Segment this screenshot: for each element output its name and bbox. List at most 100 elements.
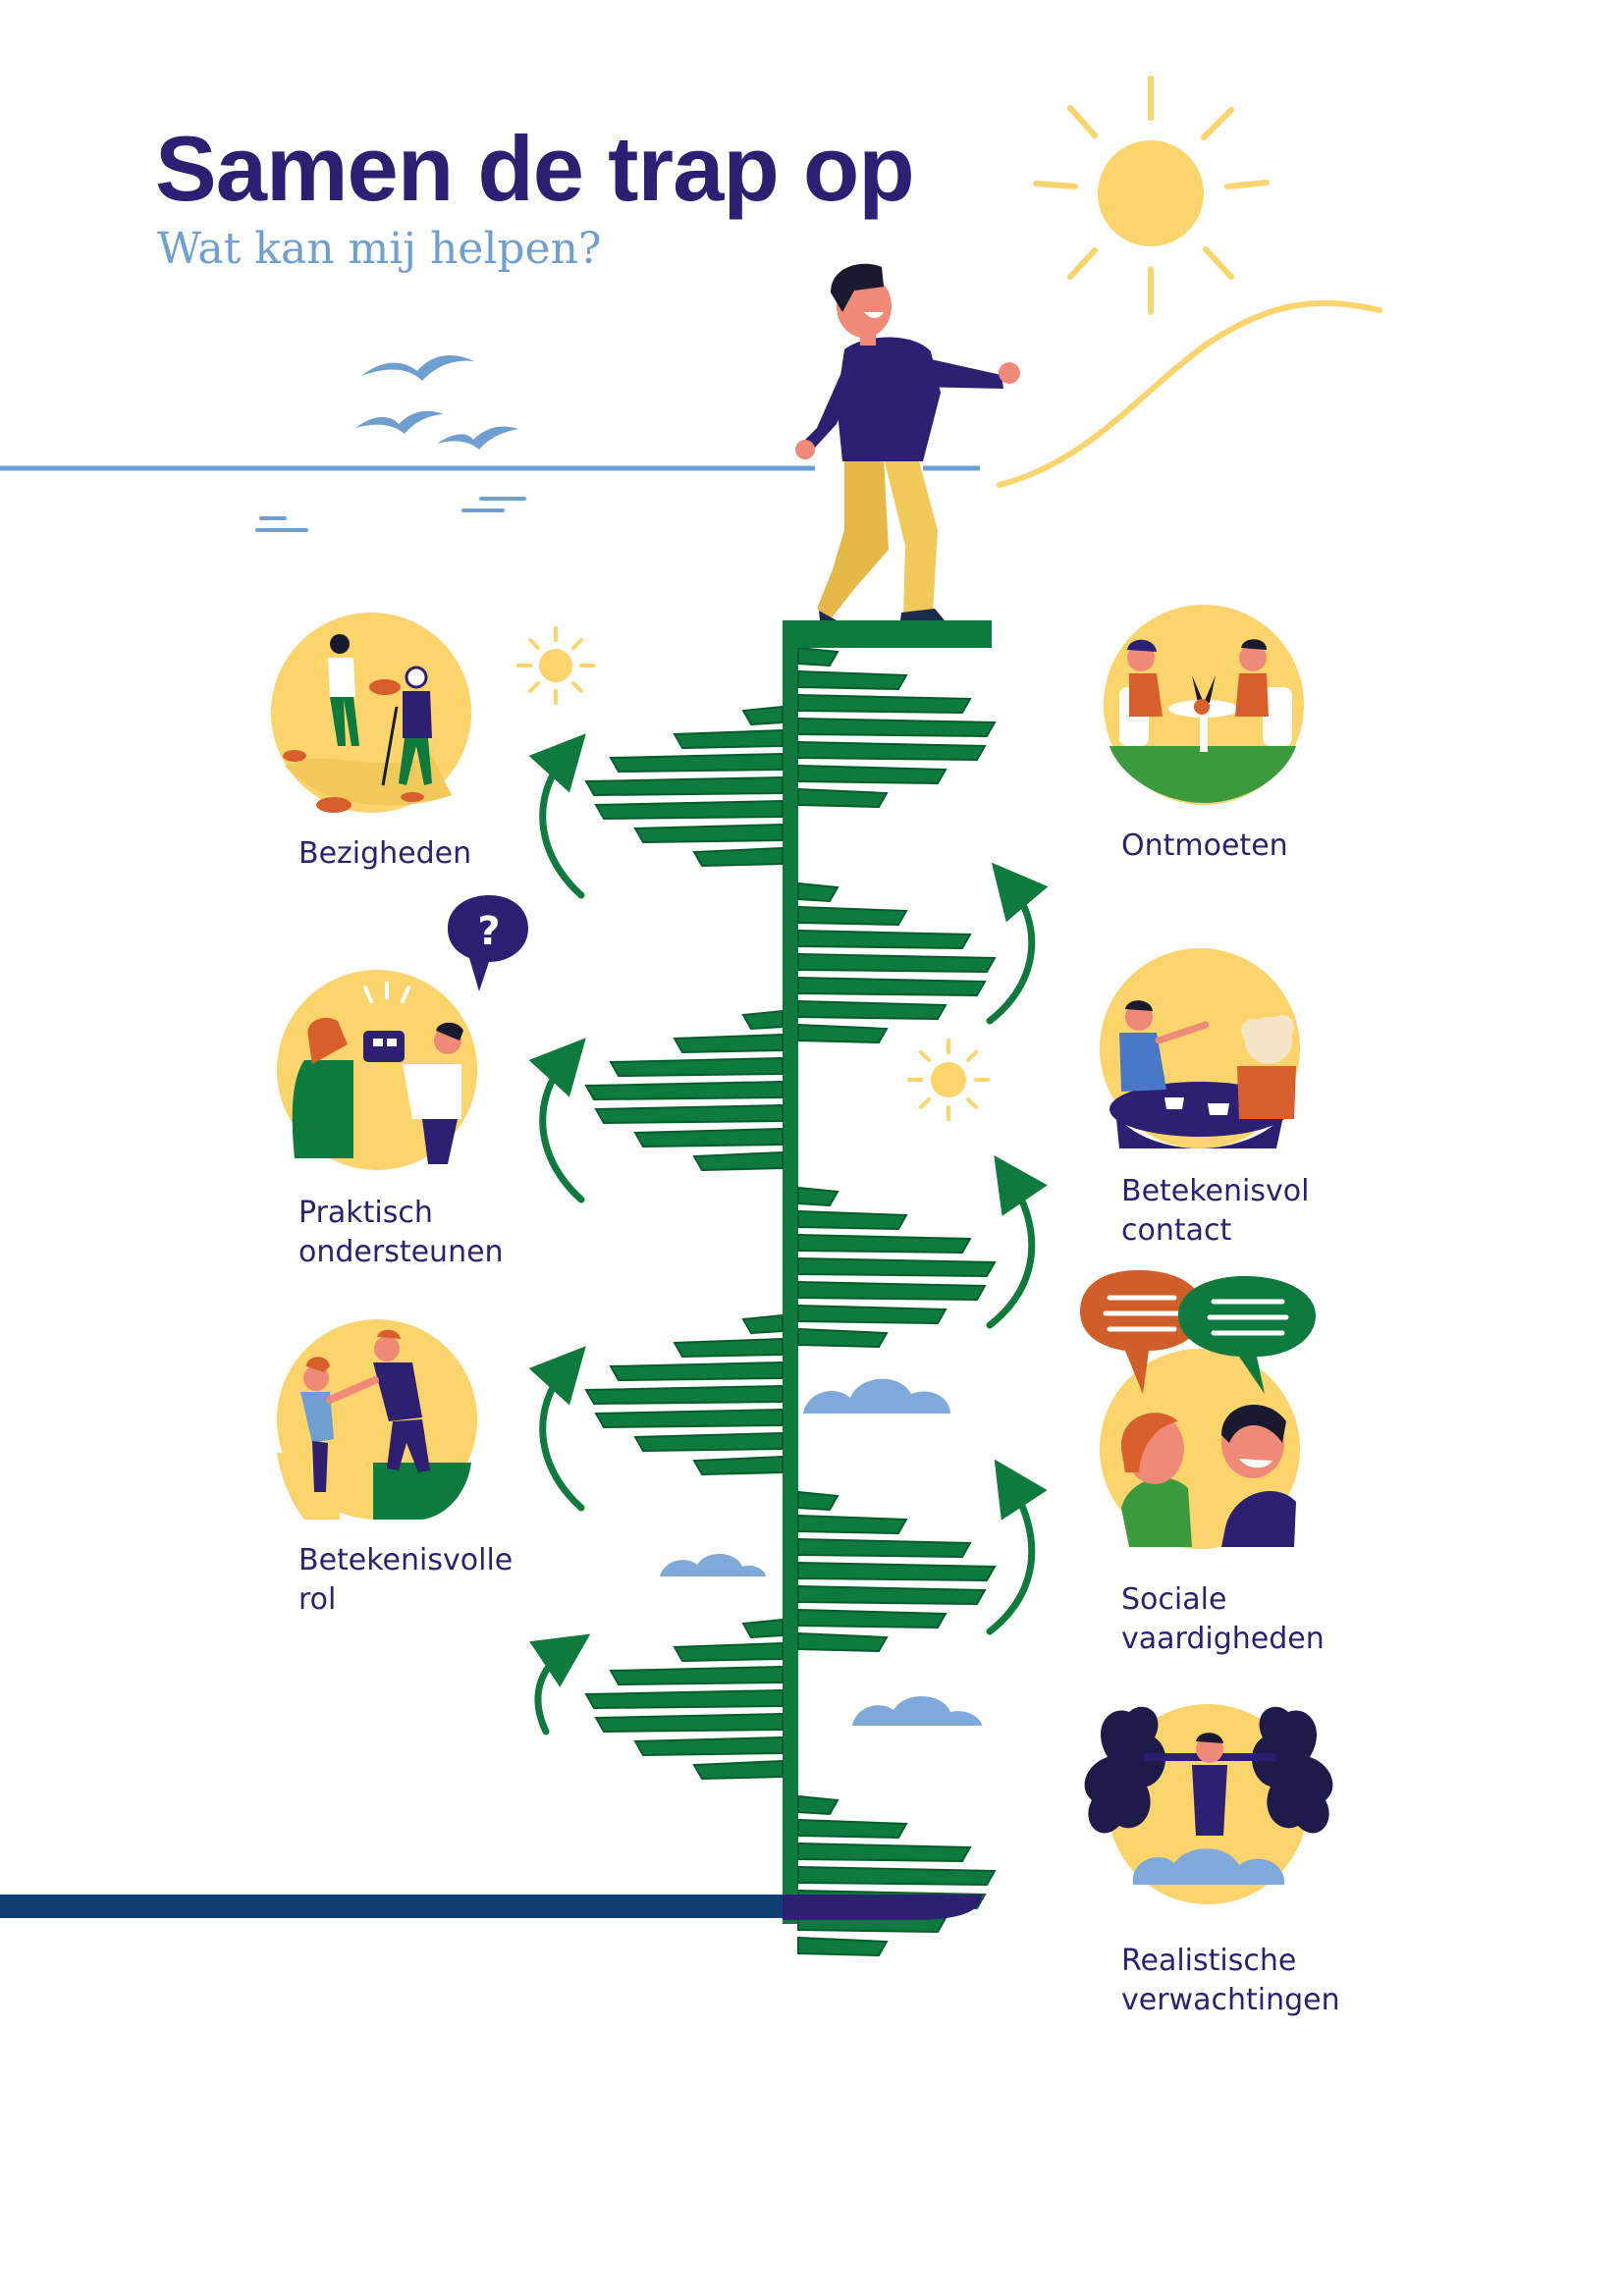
stair-step: [594, 799, 784, 821]
stair-step: [673, 1641, 784, 1663]
stair-step: [633, 1431, 784, 1453]
stair-step: [797, 1631, 889, 1653]
stair-step: [673, 1033, 784, 1054]
speech-bubble-icon: [1080, 1270, 1204, 1394]
hill-line: [997, 299, 1382, 488]
stair-step: [797, 669, 908, 691]
bezigheden-illustration: [271, 613, 471, 813]
stair-step: [797, 1936, 889, 1957]
stair-step: [797, 717, 997, 738]
stair-step: [797, 693, 972, 715]
stair-step: [797, 976, 987, 997]
realistische-verwachtingen-illustration: [1084, 1704, 1333, 1904]
stair-step: [741, 1618, 784, 1639]
label-line: contact: [1121, 1213, 1232, 1248]
stair-step: [797, 1537, 972, 1559]
label-line: Betekenisvol: [1121, 1174, 1310, 1208]
stair-step: [797, 1842, 972, 1863]
spiral-staircase-icon: [584, 620, 997, 1957]
stair-step: [797, 1608, 947, 1629]
water-ripples: [255, 497, 526, 532]
stair-step: [797, 1865, 997, 1887]
stair-step: [797, 929, 972, 950]
stair-step: [797, 1490, 839, 1512]
stair-step: [692, 1759, 784, 1781]
label-line: Realistische: [1121, 1944, 1297, 1978]
stair-step: [609, 1361, 784, 1382]
stair-step: [633, 823, 784, 844]
stair-step: [797, 1023, 889, 1044]
bird-icon: [355, 355, 518, 450]
person-climber: [795, 263, 1020, 632]
stair-step: [797, 646, 839, 667]
stair-step: [797, 905, 908, 927]
label-line: Bezigheden: [298, 836, 472, 871]
ontmoeten-illustration: [1104, 605, 1304, 805]
question-bubble-icon: ?: [448, 895, 528, 991]
page-subtitle: Wat kan mij helpen?: [157, 224, 602, 274]
stair-step: [594, 1408, 784, 1429]
stair-step: [584, 1384, 784, 1406]
stair-step: [609, 1665, 784, 1686]
sun-icon: [1033, 76, 1270, 315]
stair-step: [673, 728, 784, 750]
stair-step: [797, 1584, 987, 1606]
small-sun-icon: [516, 626, 595, 705]
stair-step: [692, 1455, 784, 1476]
label-line: rol: [298, 1582, 337, 1617]
stair-step: [741, 1313, 784, 1335]
stair-step: [797, 740, 987, 762]
stair-step: [609, 1056, 784, 1078]
question-mark: ?: [477, 909, 500, 954]
label-line: verwachtingen: [1121, 1983, 1340, 2017]
stair-step: [797, 1514, 908, 1535]
stair-step: [797, 1233, 972, 1255]
label-line: Sociale: [1121, 1582, 1227, 1617]
stair-step: [797, 787, 889, 809]
stair-step: [797, 1794, 839, 1816]
cloud-icon: [660, 1378, 982, 1726]
stair-step: [797, 1256, 997, 1278]
stair-step: [797, 1304, 947, 1325]
stair-step: [797, 1209, 908, 1231]
praktisch-ondersteunen-illustration: [277, 970, 477, 1170]
stair-step: [584, 1080, 784, 1101]
stair-step: [741, 1009, 784, 1031]
speech-bubble-icon-2: [1178, 1276, 1316, 1394]
label-sociale-vaardigheden: Sociale vaardigheden: [1121, 1580, 1325, 1659]
label-line: Praktisch: [298, 1196, 433, 1230]
stair-step: [797, 1561, 997, 1582]
stair-step: [692, 846, 784, 868]
stair-step: [797, 764, 947, 785]
stair-step: [594, 1103, 784, 1125]
label-line: Betekenisvolle: [298, 1543, 514, 1577]
page-title: Samen de trap op: [155, 117, 915, 220]
stair-step: [633, 1127, 784, 1148]
label-bezigheden: Bezigheden: [298, 834, 471, 874]
label-ontmoeten: Ontmoeten: [1121, 827, 1288, 866]
stair-step: [797, 999, 947, 1021]
betekenisvolle-rol-illustration: [277, 1319, 477, 1520]
stair-step: [741, 705, 784, 726]
label-betekenisvolle-rol: Betekenisvolle rol: [298, 1541, 513, 1620]
label-line: Ontmoeten: [1121, 828, 1288, 863]
label-betekenisvol-contact: Betekenisvol contact: [1121, 1172, 1309, 1251]
betekenisvol-contact-illustration: [1100, 948, 1300, 1148]
stair-step: [797, 952, 997, 974]
arrow-up-icon: [528, 733, 1049, 1735]
stair-step: [797, 881, 839, 903]
label-line: vaardigheden: [1121, 1622, 1325, 1656]
stair-step: [673, 1337, 784, 1359]
ground-line: [0, 1895, 785, 1918]
small-sun-icon-2: [907, 1039, 990, 1121]
stair-step: [633, 1735, 784, 1757]
stair-step: [797, 1818, 908, 1840]
sociale-vaardigheden-illustration: [1100, 1349, 1300, 1549]
stair-step: [584, 775, 784, 797]
stair-step: [594, 1712, 784, 1734]
label-realistische-verwachtingen: Realistische verwachtingen: [1121, 1942, 1340, 2020]
stair-step: [692, 1150, 784, 1172]
label-line: ondersteunen: [298, 1235, 504, 1269]
stair-step: [797, 1186, 839, 1207]
